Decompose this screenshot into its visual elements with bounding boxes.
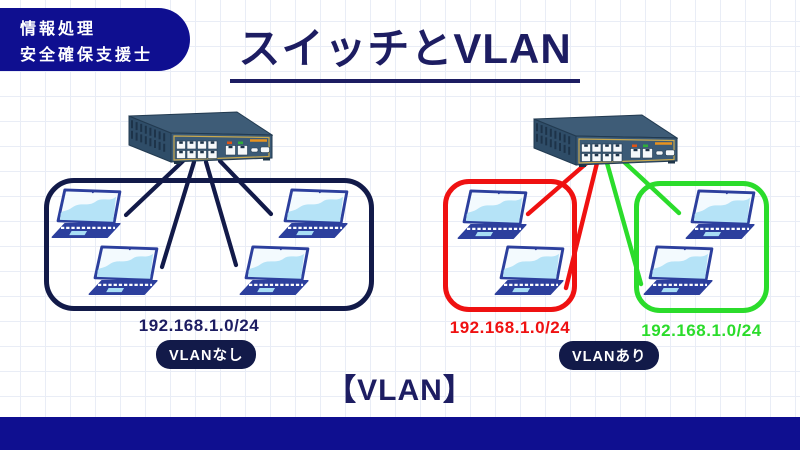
laptop-icon <box>277 188 349 239</box>
laptop-icon <box>456 189 528 240</box>
network-switch-icon <box>127 110 273 164</box>
laptop-icon <box>684 189 756 240</box>
subnet-label-left: 192.168.1.0/24 <box>138 316 260 335</box>
badge-line2: 安全確保支援士 <box>20 46 154 64</box>
badge-line1: 情報処理 <box>20 21 97 38</box>
laptop-icon <box>238 245 310 296</box>
certification-badge: 情報処理 安全確保支援士 <box>0 8 190 71</box>
laptop-icon <box>642 245 714 296</box>
vlan-caption: 【VLAN】 <box>326 374 474 407</box>
laptop-icon <box>87 245 159 296</box>
subnet-label-red: 192.168.1.0/24 <box>449 318 571 337</box>
vlan-none-badge: VLANなし <box>156 340 257 369</box>
vlan-enabled-badge: VLANあり <box>559 341 660 370</box>
subnet-label-green: 192.168.1.0/24 <box>641 321 762 340</box>
page-title: スイッチとVLAN <box>200 15 610 83</box>
footer-bar <box>0 417 800 450</box>
network-switch-icon <box>532 113 678 167</box>
laptop-icon <box>50 188 122 239</box>
laptop-icon <box>493 245 565 296</box>
page-title-text: スイッチとVLAN <box>230 15 580 83</box>
